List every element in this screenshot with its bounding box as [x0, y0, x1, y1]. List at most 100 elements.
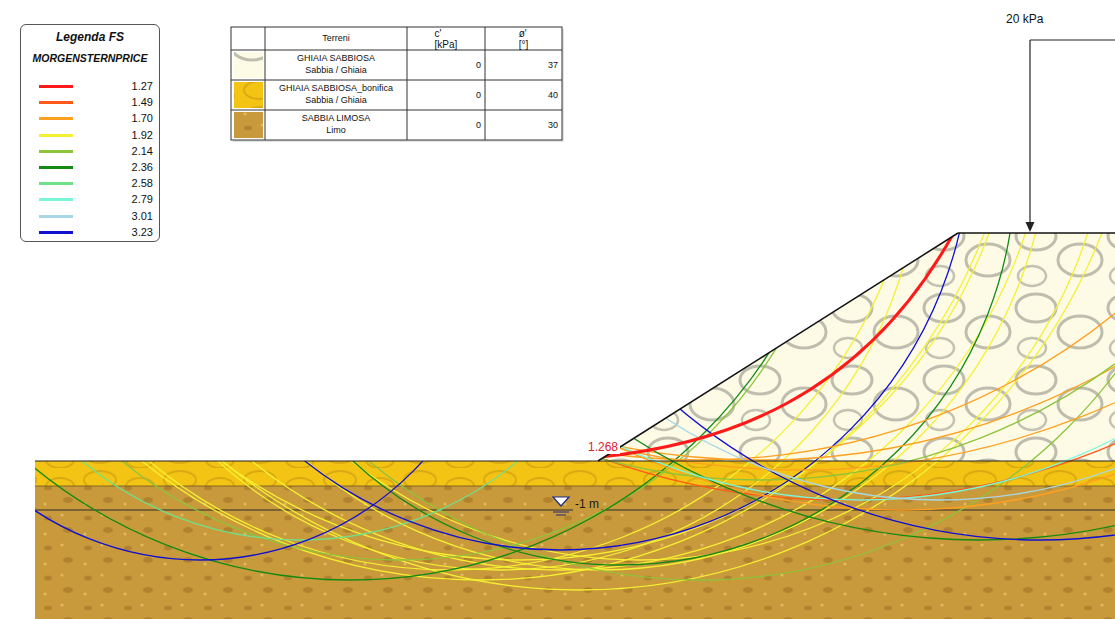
legend-entry: 1.49 — [21, 96, 159, 110]
legend-swatch — [39, 101, 73, 104]
drawing-part — [600, 236, 952, 457]
drawing-part — [598, 233, 958, 461]
drawing-part — [234, 112, 263, 138]
legend-value: 1.27 — [132, 80, 153, 93]
legend-value: 3.01 — [132, 210, 153, 223]
drawing-part — [35, 460, 1115, 461]
table-cell: c' [kPa] — [435, 28, 458, 50]
drawing-part — [1026, 222, 1035, 232]
drawing-part — [300, 0, 1115, 500]
drawing-part — [35, 486, 1115, 487]
drawing-part — [0, 0, 840, 560]
legend-entry: 1.92 — [21, 129, 159, 143]
legend-title: Legenda FS — [21, 30, 159, 44]
legend-swatch — [39, 85, 73, 88]
legend-entry: 1.27 — [21, 80, 159, 94]
drawing-part — [40, 0, 1115, 460]
table-cell: SABBIA LIMOSA — [265, 113, 407, 124]
water-depth: -1 m — [573, 497, 601, 511]
legend-entry: 1.70 — [21, 112, 159, 126]
legend-value: 2.79 — [132, 193, 153, 206]
legend-value: 3.23 — [132, 226, 153, 239]
drawing-part — [30, 0, 1115, 470]
legend-swatch — [39, 182, 73, 185]
drawing-part — [70, 0, 1050, 570]
drawing-part — [40, 0, 1115, 460]
drawing-part — [480, 0, 1115, 540]
drawing-part — [140, 0, 1115, 500]
table-cell: Sabbia / Ghiaia — [265, 65, 407, 76]
legend-box: Legenda FS MORGENSTERNPRICE 1.27 1.49 1.70 1.… — [20, 24, 160, 242]
legend-swatch — [39, 150, 73, 153]
drawing-part — [0, 0, 640, 540]
legend-value: 1.70 — [132, 112, 153, 125]
drawing-part — [440, 0, 1115, 500]
legend-entry: 2.58 — [21, 177, 159, 191]
drawing-part — [0, 0, 850, 580]
table-cell: Limo — [265, 125, 407, 136]
legend-value: 2.36 — [132, 161, 153, 174]
table-cell: GHIAIA SABBIOSA_bonifica — [265, 83, 407, 94]
legend-entry: 3.01 — [21, 210, 159, 224]
drawing-part — [556, 515, 566, 516]
drawing-part — [485, 27, 486, 140]
table-cell: 0 — [407, 120, 481, 131]
water-table-symbol — [553, 497, 569, 515]
drawing-part — [0, 0, 1020, 580]
legend-value: 2.58 — [132, 177, 153, 190]
drawing-part — [0, 0, 500, 560]
legend-value: 2.14 — [132, 145, 153, 158]
drawing-part — [1030, 40, 1115, 224]
legend-entry: 3.23 — [21, 226, 159, 240]
soil-layers — [35, 233, 1115, 619]
drawing-part — [225, 0, 1015, 565]
drawing-part — [553, 497, 569, 506]
drawing-part — [265, 27, 266, 140]
table-cell: 37 — [485, 60, 558, 71]
table-cell: ø' [°] — [519, 28, 529, 50]
drawing-part — [180, 0, 1115, 580]
table-cell: GHIAIA SABBIOSA — [265, 53, 407, 64]
drawing-part — [80, 0, 920, 570]
drawing-part — [150, 0, 970, 550]
legend-value: 1.92 — [132, 129, 153, 142]
section-outline — [35, 233, 1115, 461]
min-safety-factor: 1.268 — [586, 440, 620, 454]
drawing-part — [231, 110, 562, 111]
legend-swatch — [39, 134, 73, 137]
legend-swatch — [39, 198, 73, 201]
load-arrow — [1026, 40, 1115, 232]
drawing-part — [958, 232, 1115, 234]
legend-swatch — [39, 117, 73, 120]
table-cell: 30 — [485, 120, 558, 131]
drawing-part — [231, 50, 562, 51]
load-value: 20 kPa — [1006, 12, 1043, 26]
drawing-part — [234, 82, 263, 108]
legend-swatch — [39, 166, 73, 169]
legend-value: 1.49 — [132, 96, 153, 109]
table-cell: Sabbia / Ghiaia — [265, 95, 407, 106]
drawing-part — [240, 0, 1115, 510]
table-cell: 0 — [407, 90, 481, 101]
legend-swatch — [39, 215, 73, 218]
legend-entry: 2.14 — [21, 145, 159, 159]
table-cell: Terreni — [265, 33, 407, 44]
drawing-part — [35, 461, 1115, 486]
table-cell: 0 — [407, 60, 481, 71]
table-cell: 40 — [485, 90, 558, 101]
drawing-part — [231, 27, 562, 140]
drawing-part — [234, 52, 263, 78]
legend-entry: 2.36 — [21, 161, 159, 175]
drawing-part — [170, 0, 1110, 560]
drawing-part — [553, 512, 569, 513]
drawing-part — [20, 0, 1115, 590]
slip-surfaces — [0, 0, 1115, 590]
drawing-part — [340, 0, 1115, 540]
drawing-part — [231, 80, 562, 81]
method-name: MORGENSTERNPRICE — [21, 52, 159, 64]
legend-entry: 2.79 — [21, 193, 159, 207]
legend-swatch — [39, 231, 73, 234]
drawing-part — [160, 0, 1115, 480]
drawing-part — [150, 0, 1050, 570]
soil-table — [231, 27, 564, 142]
